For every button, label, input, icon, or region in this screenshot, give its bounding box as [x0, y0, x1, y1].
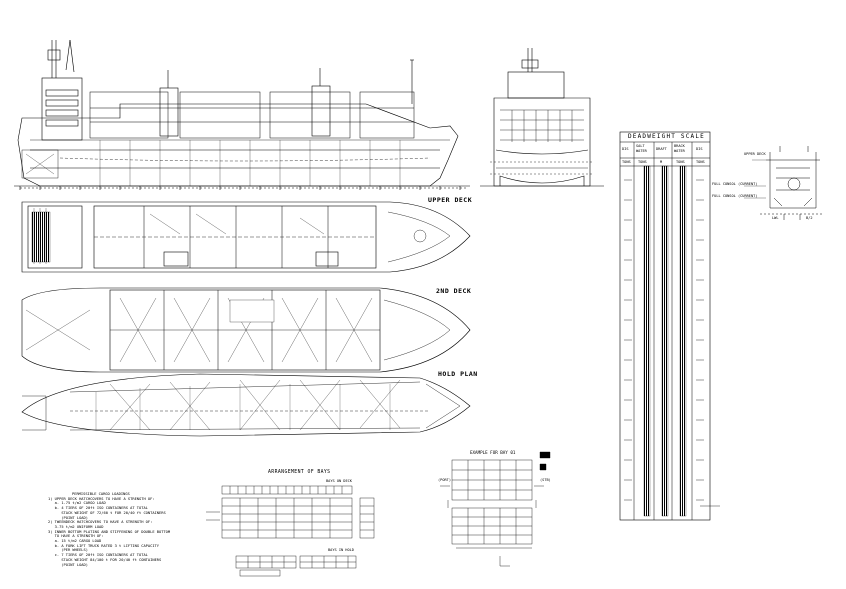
front-elevation — [480, 48, 604, 187]
section-label-lwl: LWL — [772, 216, 779, 220]
notes-line: a. 15 t/m2 CARGO LOAD — [48, 539, 102, 544]
arrangement-title: ARRANGEMENT OF BAYS — [268, 470, 331, 475]
notes-line: 2) TWEENDECK HATCHCOVERS TO HAVE A STREN… — [48, 520, 153, 525]
notes-line: TO HAVE A STRENGTH OF: — [48, 534, 104, 539]
notes-line: c. 7 TIERS OF 20ft ISO CONTAINERS AT TOT… — [48, 553, 148, 558]
bay-example-grid — [440, 451, 551, 567]
notes-title: PERMISSIBLE CARGO LOADINGS — [72, 492, 130, 496]
scale-unit: TONS — [676, 160, 685, 164]
notes-line: STACK WEIGHT 84/100 t FOR 20/40 ft CONTA… — [48, 557, 162, 562]
scale-col-dis-left: DIS — [622, 147, 629, 151]
midship-section — [744, 146, 824, 220]
scale-unit: TONS — [638, 160, 647, 164]
scale-unit: TONS — [622, 160, 631, 164]
notes-line: a. 1.75 t/m2 CARGO LOAD — [48, 501, 106, 506]
scale-col-draft: DRAFT — [656, 147, 667, 151]
section-label-half-breadth: B/2 — [806, 216, 813, 220]
notes-line: (POINT LOAD) — [48, 515, 88, 520]
scale-col-dis-right: DIS — [696, 147, 703, 151]
notes-line: b. 4 TIERS OF 20ft ISO CONTAINERS AT TOT… — [48, 506, 148, 511]
bays-on-deck-label: BAYS ON DECK — [326, 479, 352, 483]
scale-col-brack-water: BRACK WATER — [674, 144, 685, 153]
upper-deck-plan — [21, 201, 471, 273]
scale-unit: M — [660, 160, 663, 164]
hold-plan — [21, 373, 471, 437]
bay-arrangement — [206, 485, 375, 577]
second-deck-label: 2ND DECK — [436, 287, 472, 295]
notes-line: 1) UPPER DECK HATCHCOVERS TO HAVE A STRE… — [48, 496, 155, 501]
deadweight-scale-title: DEADWEIGHT SCALE — [628, 133, 705, 140]
bays-in-hold-label: BAYS IN HOLD — [328, 548, 354, 552]
second-deck-plan — [21, 287, 471, 373]
deadweight-scale — [619, 131, 720, 521]
notes-line: 3.75 t/m2 UNIFORM LOAD — [48, 524, 104, 529]
scale-unit: TONS — [696, 160, 705, 164]
notes-line: b. A FORK LIFT TRUCK RATED 3 t LIFTING C… — [48, 543, 160, 548]
profile-view — [14, 39, 470, 190]
notes-line: (PER WHEELS) — [48, 548, 88, 553]
section-label-consol-1: FULL CONSOL (CURRENT) — [712, 182, 758, 186]
port-label: (PORT) — [438, 478, 451, 482]
example-bay-title: EXAMPLE FOR BAY 01 — [470, 450, 516, 455]
hold-plan-label: HOLD PLAN — [438, 370, 478, 378]
upper-deck-label: UPPER DECK — [428, 196, 473, 204]
section-label-consol-2: FULL CONSOL (CURRENT) — [712, 194, 758, 198]
notes-line: 3) INNER BOTTOM PLATING AND STIFFENING O… — [48, 529, 171, 534]
section-label-upper-deck: UPPER DECK — [744, 152, 766, 156]
starboard-label: (STB) — [540, 478, 551, 482]
notes-line: (POINT LOAD) — [48, 562, 88, 567]
notes-line: STACK WEIGHT OF 72/60 t FOR 20/40 ft CON… — [48, 510, 166, 515]
scale-col-salt-water: SALT WATER — [636, 144, 647, 153]
